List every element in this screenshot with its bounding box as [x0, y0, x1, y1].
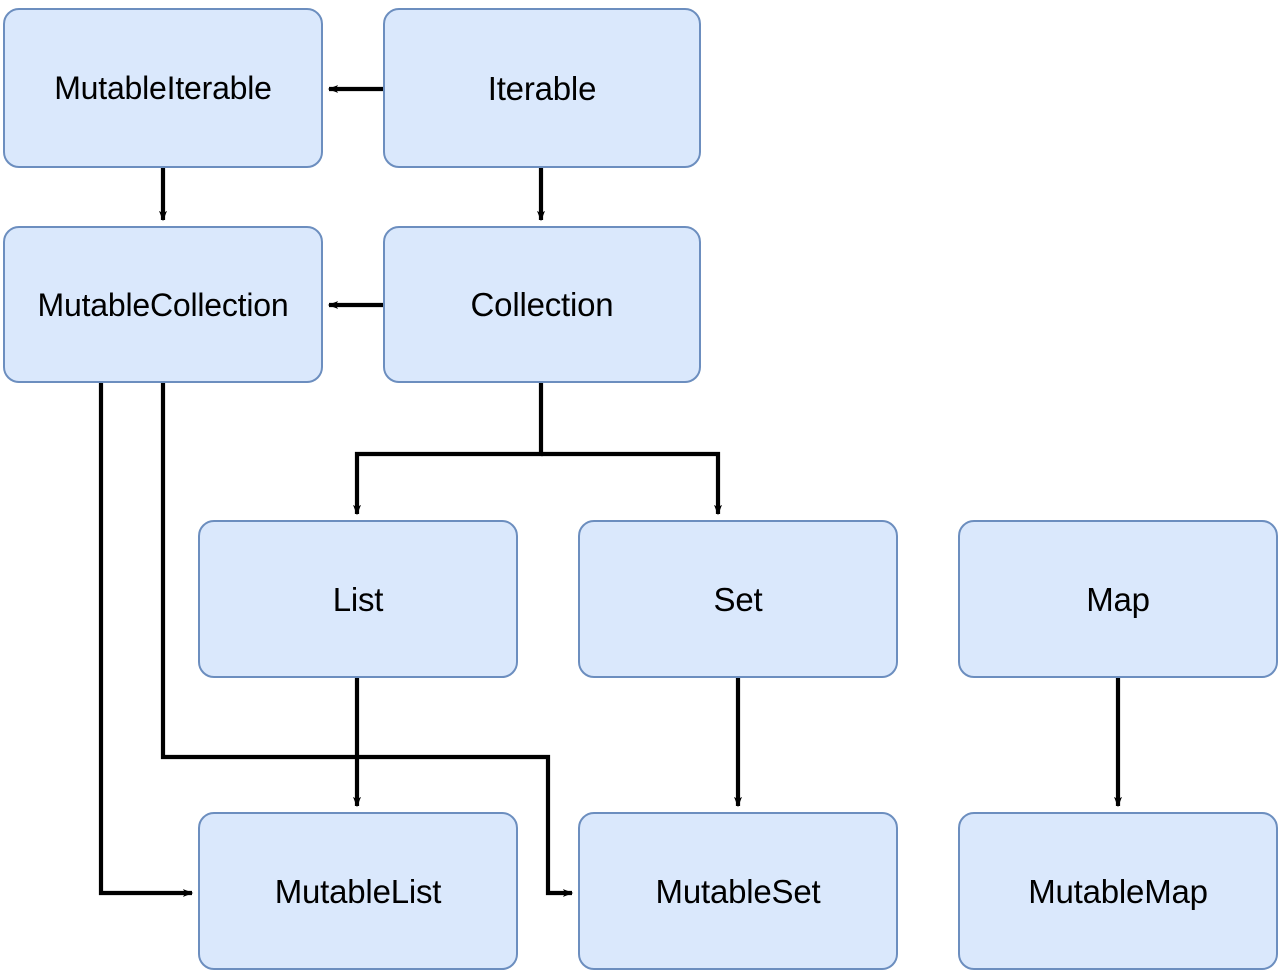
node-map[interactable]: Map	[958, 520, 1278, 678]
node-iterable[interactable]: Iterable	[383, 8, 701, 168]
node-label-mutable-map: MutableMap	[1028, 872, 1208, 910]
node-list[interactable]: List	[198, 520, 518, 678]
node-mutable-list[interactable]: MutableList	[198, 812, 518, 970]
node-mutable-map[interactable]: MutableMap	[958, 812, 1278, 970]
node-label-map: Map	[1086, 580, 1150, 618]
edge-collection-to-list	[352, 383, 544, 516]
node-label-mutable-set: MutableSet	[655, 872, 821, 910]
node-mutable-collection[interactable]: MutableCollection	[3, 226, 323, 383]
node-label-set: Set	[713, 580, 763, 618]
node-collection[interactable]: Collection	[383, 226, 701, 383]
node-set[interactable]: Set	[578, 520, 898, 678]
node-label-iterable: Iterable	[487, 69, 597, 107]
node-label-mutable-iterable: MutableIterable	[54, 70, 272, 106]
node-mutable-iterable[interactable]: MutableIterable	[3, 8, 323, 168]
node-label-list: List	[332, 580, 384, 618]
node-label-collection: Collection	[470, 286, 614, 323]
node-label-mutable-list: MutableList	[274, 872, 442, 910]
node-label-mutable-collection: MutableCollection	[37, 286, 289, 323]
node-mutable-set[interactable]: MutableSet	[578, 812, 898, 970]
edge-collection-to-set	[541, 451, 722, 516]
edge-mutable-collection-to-mutable-list	[98, 383, 194, 898]
